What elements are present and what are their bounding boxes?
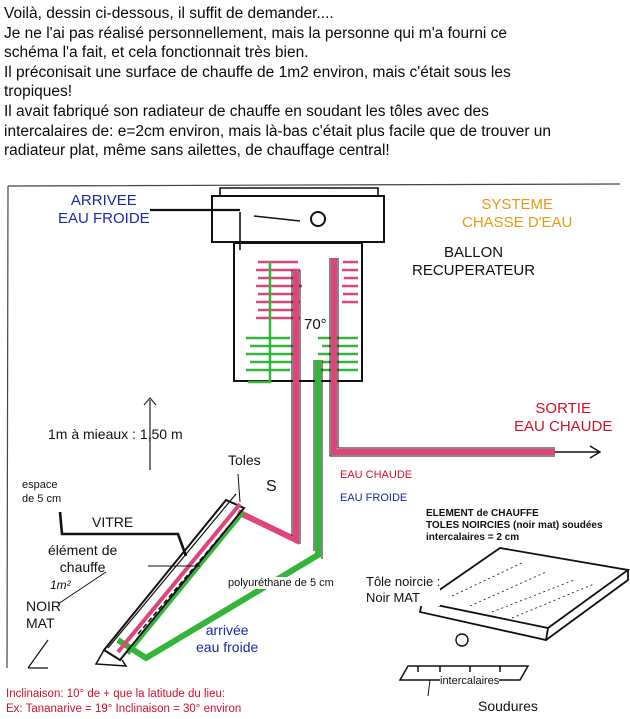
float-arm [253,215,301,222]
intro-line: Il préconisait une surface de chauffe de… [4,63,511,81]
inclination-note: Inclinaison: 10° de + que la latitude du… [6,687,241,717]
flush-system-label: SYSTEME CHASSE D'EAU [462,196,572,232]
element-title: ELEMENT de CHAUFFE TOLES NOIRCIES (noir … [426,508,603,544]
solar-panel [94,493,246,667]
blackened-sheet-label-line2: Noir MAT [366,590,420,605]
outlet-arrow [555,445,602,459]
cold-water-label: EAU FROIDE [340,492,408,504]
heating-element-label: élément de chauffe [48,542,117,576]
vitre-pointer [58,511,188,557]
cold-return-pipe-edge [313,360,323,559]
air-gap-label: espace de 5 cm [22,478,61,506]
glass-label: VITRE [92,514,134,530]
toles-pointer [237,473,241,503]
blackened-sheet-label-line1: Tôle noircie : [366,574,441,589]
intro-line: radiateur plat, même sans ailettes, de c… [4,142,390,160]
s-mark: S [266,478,277,495]
cold-inlet-label-line1: ARRIVEE [70,192,137,209]
green-loop-in-tank [248,262,272,384]
cold-inlet-label: ARRIVEE EAU FROIDE [58,192,150,228]
intro-line: Voilà, dessin ci-dessous, il suffit de d… [4,5,334,22]
flush-tank [211,195,385,243]
intro-line: tropiques! [4,83,73,101]
hot-outlet-label: SORTIE EAU CHAUDE [514,400,612,436]
flush-tank-lid [219,187,379,196]
hot-outlet-label-line1: SORTIE [535,400,591,417]
intro-line: intercalaires de: e=2cm environ, mais là… [4,122,552,140]
flush-system-label-line2: CHASSE D'EAU [462,214,573,231]
matte-black-label-line2: MAT [26,615,55,631]
intro-line: Je ne l'ai pas réalisé personnellement, … [4,24,508,42]
air-gap-label-line2: de 5 cm [22,493,62,505]
storage-tank-label-line2: RECUPERATEUR [412,262,536,279]
cold-return-label-line1: arrivée [205,622,249,638]
element-title-line2: TOLES NOIRCIES (noir mat) soudées [426,520,603,531]
sketch-frame [6,183,621,669]
heating-element-label-line2: chauffe [59,559,106,575]
hot-outlet-label-line2: EAU CHAUDE [514,418,613,435]
cold-inlet-label-line2: EAU FROIDE [58,210,150,227]
blackened-sheet-label: Tôle noircie : Noir MAT [366,574,441,606]
heating-element-sketch [398,547,630,697]
toles-label: Toles [228,452,261,468]
inclination-note-line1: Inclinaison: 10° de + que la latitude du… [6,688,226,700]
spacers-label: intercalaires [440,675,500,687]
hot-water-label: EAU CHAUDE [340,469,413,481]
flush-system-label-line1: SYSTEME [481,196,554,213]
hot-panel-pipe-edge [291,270,301,544]
inclination-angle [27,639,49,669]
cold-return-label-line2: eau froide [196,639,259,655]
element-title-line1: ELEMENT de CHAUFFE [426,508,539,519]
heating-element-label-line1: élément de [48,542,118,558]
intro-line: schéma l'a fait, et cela fonctionnait tr… [4,44,309,62]
welds-label: Soudures [478,698,538,714]
matte-black-label: NOIR MAT [26,598,61,632]
float-ball [310,211,326,227]
inclination-note-line2: Ex: Tananarive = 19° Inclinaison = 30° e… [6,703,242,715]
height-dimension [143,397,157,470]
storage-tank-label: BALLON RECUPERATEUR [412,244,535,280]
noir-pointer [57,571,107,605]
temperature-label: 70° [304,316,327,333]
intro-line: Il avait fabriqué son radiateur de chauf… [4,102,489,120]
intro-text: Voilà, dessin ci-dessous, il suffit de d… [4,4,626,161]
matte-black-label-line1: NOIR [26,598,61,614]
hot-outlet-pipe-edge [329,258,555,457]
height-label: 1m à mieaux : 1,50 m [48,426,183,442]
hot-water-hatching [256,260,358,320]
hot-outlet-pipe [331,258,555,455]
element-title-line3: intercalaires = 2 cm [426,532,520,543]
hot-panel-pipe [236,270,299,545]
air-gap-label-line1: espace [22,479,58,491]
cold-return-label: arrivée eau froide [196,622,258,656]
storage-tank-label-line1: BALLON [443,244,504,261]
cold-water-hatching [246,336,358,372]
area-note: 1m² [50,578,71,592]
insulation-label: polyuréthane de 5 cm [228,577,334,589]
